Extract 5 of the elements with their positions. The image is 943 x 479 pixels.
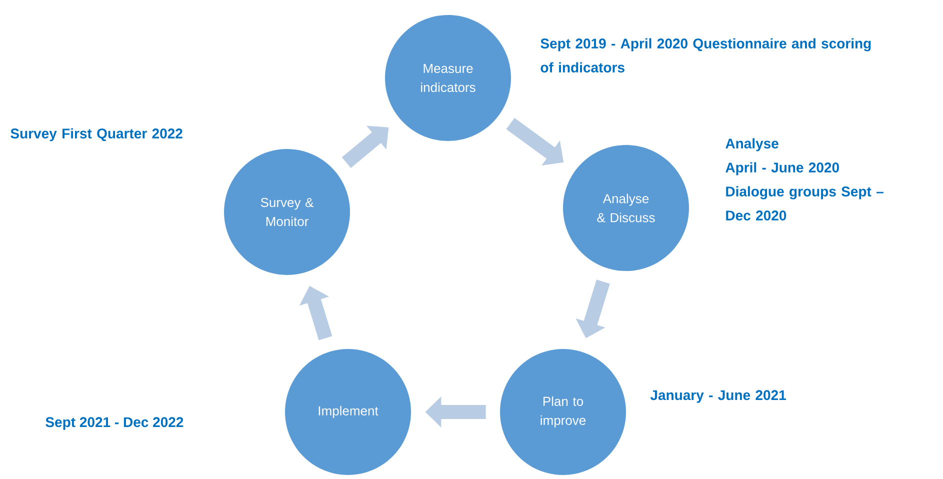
- date-note: January - June 2021: [650, 390, 786, 403]
- date-note: Sept 2021 - Dec 2022: [46, 417, 184, 430]
- date-note: Survey First Quarter 2022: [10, 128, 182, 142]
- date-note: Sept 2019 - April 2020 Questionnaire and scoring of indicators: [540, 38, 871, 72]
- date-note: Analyse April - June 2020 Dialogue groups Sept – Dec 2020: [726, 138, 884, 220]
